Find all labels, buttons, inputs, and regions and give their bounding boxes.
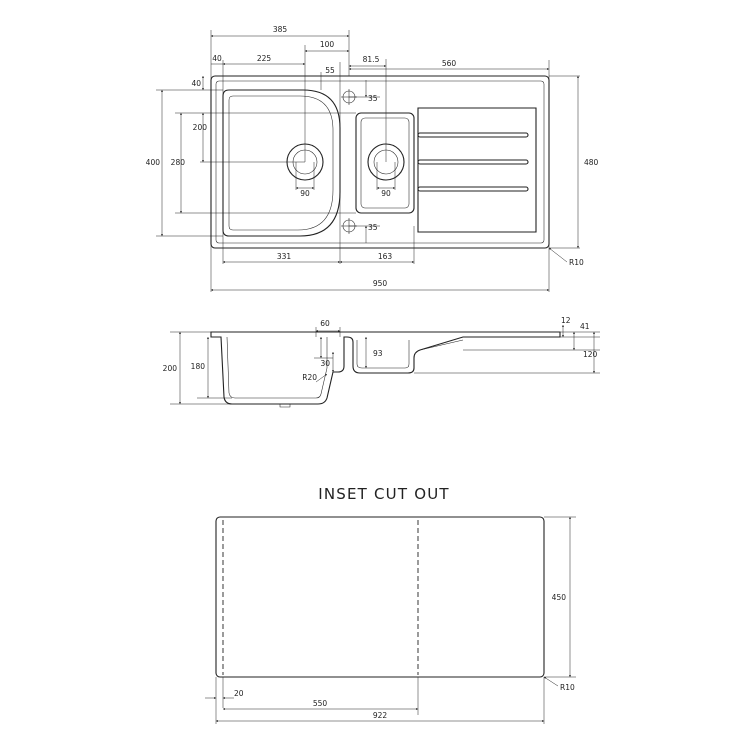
side-extension-lines (170, 327, 600, 405)
dim-30: 30 (320, 359, 330, 368)
cutout-title: INSET CUT OUT (318, 485, 450, 503)
dim-120: 120 (583, 350, 598, 359)
dim-55: 55 (325, 66, 335, 75)
dim-331: 331 (277, 252, 292, 261)
top-view: 385 100 40 225 55 81.5 560 480 40 400 28… (146, 25, 599, 292)
dim-550: 550 (313, 699, 328, 708)
drainer-area (417, 107, 537, 233)
side-drainer (419, 339, 464, 351)
dim-41: 41 (580, 322, 590, 331)
side-small-bowl-inner (356, 340, 410, 369)
dim-20: 20 (234, 689, 244, 698)
dim-922: 922 (373, 711, 388, 720)
dim-200-side: 200 (163, 364, 178, 373)
dim-r20: R20 (302, 373, 317, 382)
small-bowl (355, 112, 415, 214)
dim-163: 163 (378, 252, 393, 261)
dim-r10-cutout: R10 (560, 683, 575, 692)
top-dimension-lines (161, 35, 579, 291)
dim-40: 40 (212, 54, 222, 63)
cutout-view: INSET CUT OUT 450 R10 20 550 922 (205, 485, 576, 724)
cutout-outline (215, 516, 545, 678)
drainer-grooves (417, 132, 529, 192)
dim-60: 60 (320, 319, 330, 328)
cutout-dimension-lines (205, 517, 571, 722)
dim-r10-top: R10 (569, 258, 584, 267)
dim-480: 480 (584, 158, 599, 167)
dim-12: 12 (561, 316, 571, 325)
dim-81-5: 81.5 (363, 55, 380, 64)
dim-40-side: 40 (191, 79, 201, 88)
side-waste-stub (279, 404, 291, 408)
dim-200: 200 (193, 123, 208, 132)
dim-90-main: 90 (300, 189, 310, 198)
dim-385: 385 (273, 25, 288, 34)
dim-100: 100 (320, 40, 335, 49)
dim-225: 225 (257, 54, 272, 63)
dim-950: 950 (373, 279, 388, 288)
dim-280: 280 (171, 158, 186, 167)
dim-90-small: 90 (381, 189, 391, 198)
side-profile-inner (226, 336, 328, 399)
dim-35-top: 35 (368, 94, 378, 103)
dim-450: 450 (552, 593, 567, 602)
top-extension-lines (156, 30, 580, 292)
dim-180: 180 (191, 362, 206, 371)
side-dimension-lines (179, 325, 595, 404)
dim-400: 400 (146, 158, 161, 167)
main-bowl-inner (228, 95, 334, 231)
side-profile-outer (210, 331, 561, 405)
dim-93: 93 (373, 349, 383, 358)
cutout-extension-lines (215, 516, 576, 724)
small-bowl-inner (360, 117, 410, 209)
side-view: 200 180 60 30 R20 93 12 41 120 (163, 316, 600, 408)
dim-35-bottom: 35 (368, 223, 378, 232)
dim-560: 560 (442, 59, 457, 68)
